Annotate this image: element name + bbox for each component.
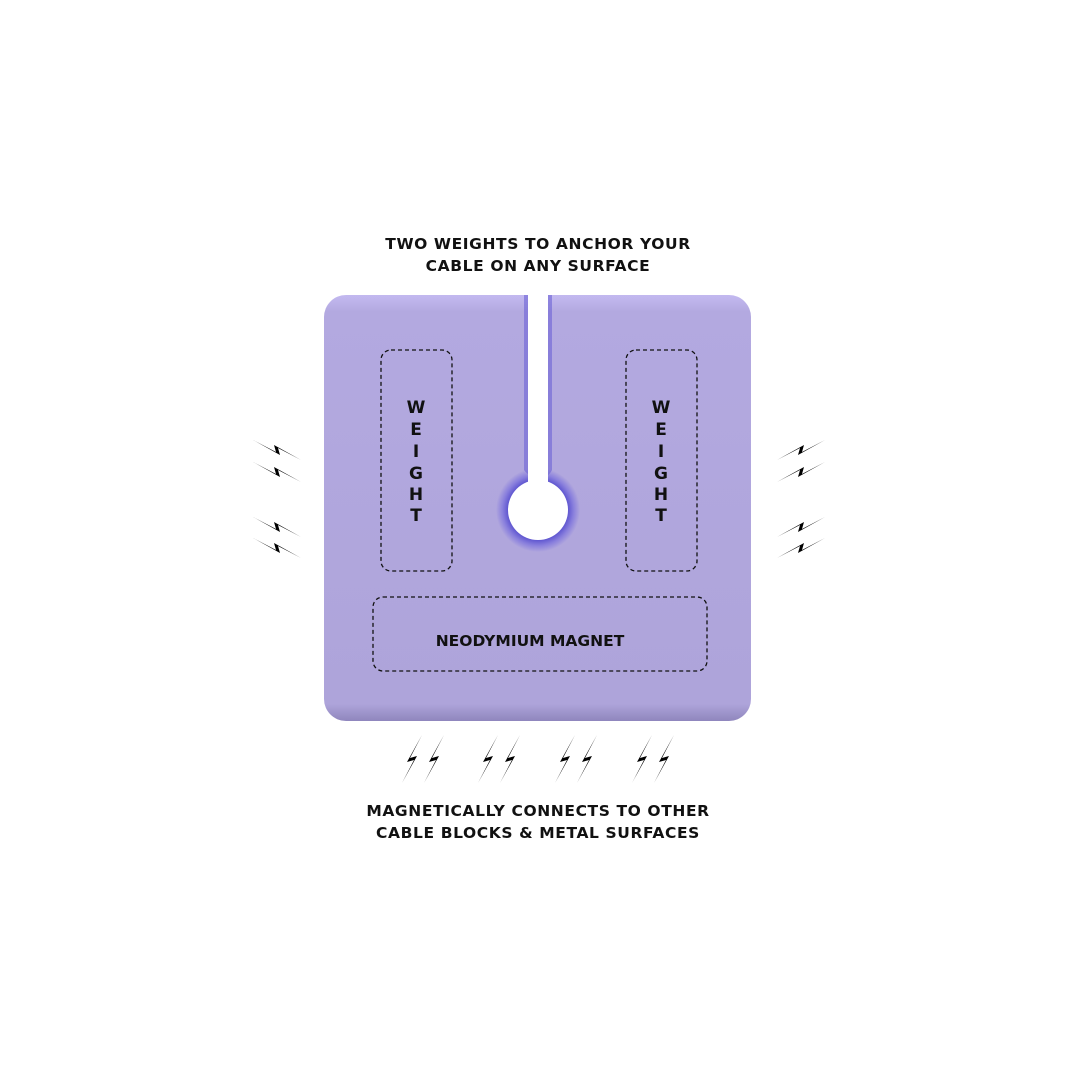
lightning-icon [777,517,825,537]
lightning-icon [253,440,301,460]
lightning-icon [253,517,301,537]
magnet-box: NEODYMIUM MAGNET [372,596,708,672]
magnet-label: NEODYMIUM MAGNET [436,632,625,650]
magnet-bolts-bottom [402,735,674,783]
lightning-icon [402,735,422,783]
lightning-icon [253,538,301,558]
weight-right-letter: I [658,442,664,462]
lightning-icon [632,735,652,783]
lightning-icon [777,440,825,460]
lightning-icon [555,735,575,783]
weight-right-letter: T [655,506,667,526]
weight-left-letter: T [410,506,422,526]
lightning-icon [253,462,301,482]
lightning-icon [424,735,444,783]
weight-left-letter: W [407,398,426,418]
weight-left-box: W E I G H T [380,349,453,572]
weight-right-letter: H [654,485,668,505]
lightning-icon [478,735,498,783]
bottom-caption-line2: CABLE BLOCKS & METAL SURFACES [376,824,700,842]
lightning-icon [577,735,597,783]
magnet-bolts-right [777,440,825,558]
weight-left-letter: I [413,442,419,462]
bottom-caption: MAGNETICALLY CONNECTS TO OTHER CABLE BLO… [0,800,1076,844]
top-caption-line1: TWO WEIGHTS TO ANCHOR YOUR [385,235,691,253]
cable-slot [528,290,548,490]
lightning-icon [654,735,674,783]
top-caption-line2: CABLE ON ANY SURFACE [425,257,651,275]
magnet-bolts-left [253,440,301,558]
weight-left-letter: E [410,420,422,440]
weight-right-letter: E [655,420,667,440]
weight-right-box: W E I G H T [625,349,698,572]
weight-left-letter: H [409,485,423,505]
lightning-icon [500,735,520,783]
weight-left-letter: G [409,464,423,484]
cable-block [324,290,751,721]
weight-right-letter: G [654,464,668,484]
bottom-caption-line1: MAGNETICALLY CONNECTS TO OTHER [366,802,710,820]
lightning-icon [777,462,825,482]
cable-hole [508,480,568,540]
lightning-icon [777,538,825,558]
top-caption: TWO WEIGHTS TO ANCHOR YOUR CABLE ON ANY … [0,233,1076,277]
weight-right-letter: W [652,398,671,418]
